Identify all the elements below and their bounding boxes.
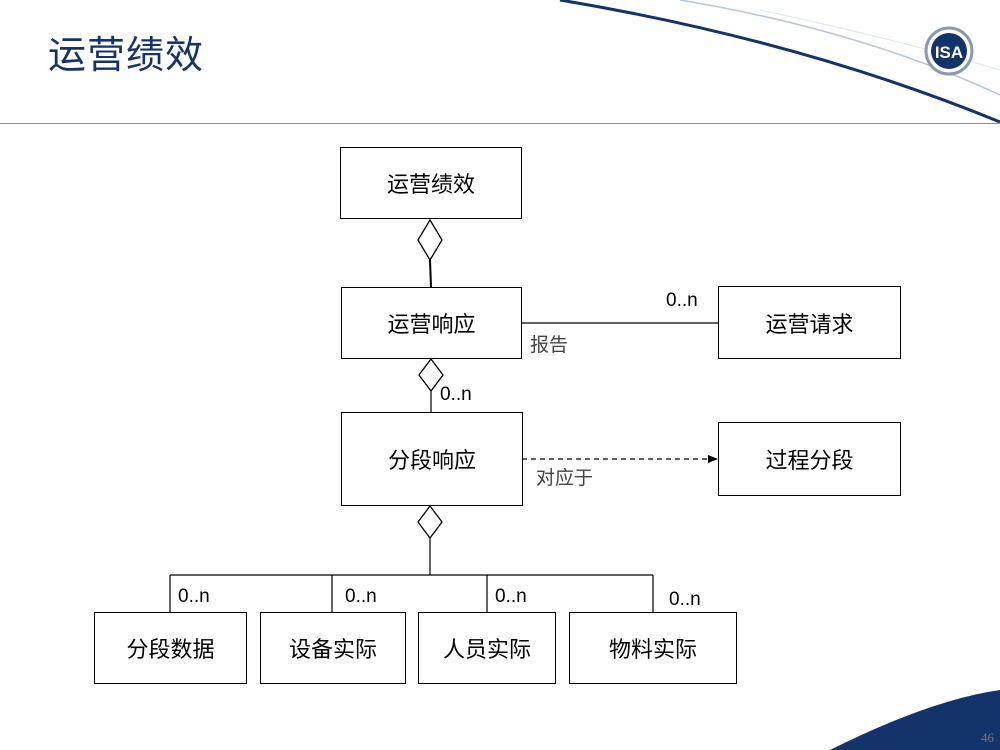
association-label-corresponds: 对应于	[536, 467, 594, 489]
connector-performance-response	[429, 259, 432, 288]
box-personnel-actual: 人员实际	[418, 612, 556, 684]
box-equipment-actual: 设备实际	[260, 612, 406, 684]
box-segment-data: 分段数据	[94, 612, 247, 684]
header-divider	[0, 123, 1000, 124]
aggregation-diamond-segment	[417, 504, 443, 540]
multiplicity-personnel: 0..n	[495, 586, 527, 607]
multiplicity-segment: 0..n	[440, 384, 472, 405]
isa-logo: ISA	[924, 26, 974, 76]
box-ops-request: 运营请求	[718, 286, 901, 359]
association-label-report: 报告	[530, 334, 569, 356]
multiplicity-segment-data: 0..n	[178, 586, 210, 607]
arrowhead-corresponds	[708, 455, 718, 463]
header-swoosh-faint	[759, 9, 1000, 71]
box-ops-response: 运营响应	[341, 287, 522, 359]
slide-title: 运营绩效	[48, 33, 205, 77]
header-swoosh	[559, 0, 1000, 124]
isa-logo-text: ISA	[935, 43, 963, 62]
aggregation-diamond-performance	[417, 218, 443, 262]
box-ops-performance: 运营绩效	[340, 147, 522, 219]
box-material-actual: 物料实际	[569, 612, 737, 684]
multiplicity-request: 0..n	[666, 290, 698, 311]
box-segment-response: 分段响应	[341, 412, 523, 506]
header-swoosh-light	[679, 0, 1000, 96]
multiplicity-equipment: 0..n	[345, 586, 377, 607]
box-process-segment: 过程分段	[718, 422, 901, 496]
page-number: 46	[981, 730, 994, 745]
multiplicity-material: 0..n	[669, 589, 701, 610]
footer-accent	[830, 690, 1000, 750]
